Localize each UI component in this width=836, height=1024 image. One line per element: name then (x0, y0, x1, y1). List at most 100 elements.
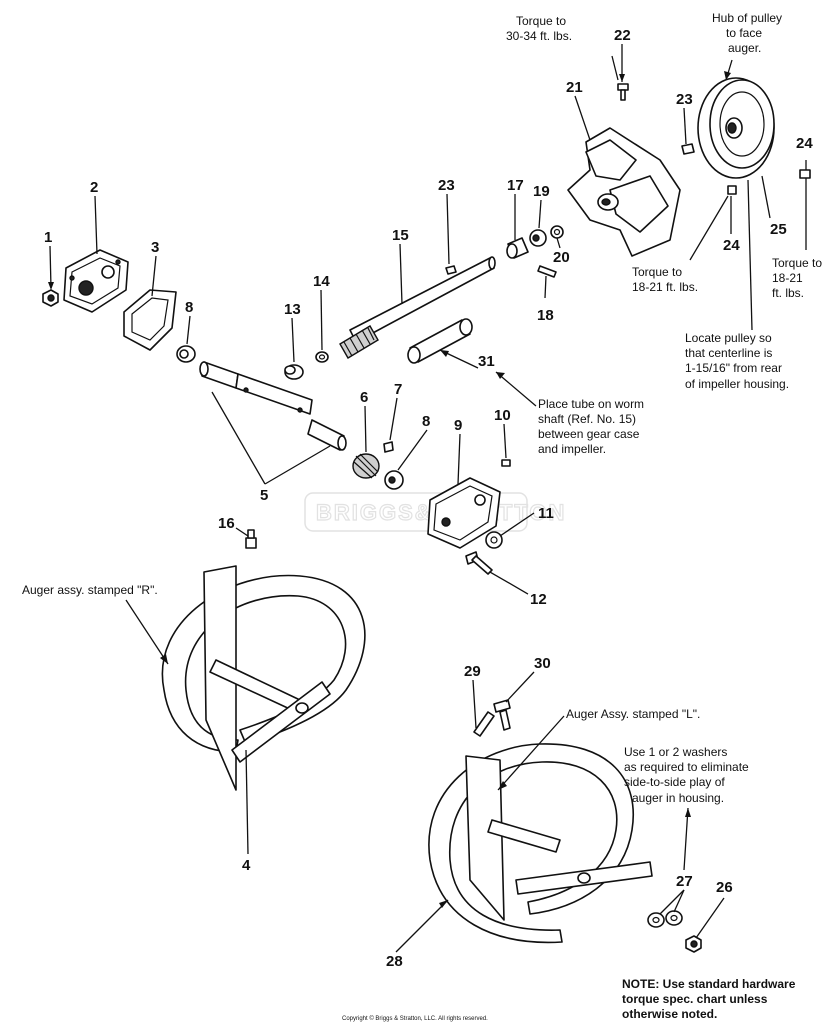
note-torque-22: Torque to 30-34 ft. lbs. (506, 14, 572, 43)
callout-29: 29 (464, 663, 481, 680)
callout-26: 26 (716, 879, 733, 896)
part-17-collar (506, 237, 529, 259)
part-8-bearing-upper (176, 345, 196, 363)
svg-text:18-21 ft. lbs.: 18-21 ft. lbs. (632, 280, 698, 294)
part-18-roll-pin (537, 265, 557, 278)
callout-5: 5 (260, 487, 268, 504)
callout-23-right: 23 (676, 91, 693, 108)
svg-text:Torque to: Torque to (516, 14, 566, 28)
callout-4: 4 (242, 857, 251, 874)
part-24-set-screw-right (799, 169, 811, 179)
part-20-washer (550, 225, 564, 239)
part-1-nut (42, 289, 59, 307)
callout-30: 30 (534, 655, 551, 672)
callout-18: 18 (537, 307, 554, 324)
note-auger-r: Auger assy. stamped "R". (22, 583, 158, 597)
svg-text:auger in housing.: auger in housing. (632, 791, 724, 805)
callout-8-upper: 8 (185, 299, 193, 316)
callout-12: 12 (530, 591, 547, 608)
callout-8-lower: 8 (422, 413, 430, 430)
svg-text:shaft (Ref. No. 15): shaft (Ref. No. 15) (538, 412, 636, 426)
part-8-bearing-lower (384, 470, 404, 490)
callout-22: 22 (614, 27, 631, 44)
note-torque-24-right: Torque to 18-21 ft. lbs. (772, 256, 822, 300)
svg-text:18-21: 18-21 (772, 271, 803, 285)
note-washers: Use 1 or 2 washers as required to elimin… (624, 745, 749, 805)
part-9-gear-case (427, 477, 501, 549)
part-11-washer (485, 531, 503, 549)
part-3-gasket (123, 289, 177, 351)
callout-19: 19 (533, 183, 550, 200)
svg-text:as required to eliminate: as required to eliminate (624, 760, 749, 774)
part-4-auger-right (161, 565, 366, 791)
svg-text:NOTE: Use standard hardware: NOTE: Use standard hardware (622, 977, 796, 991)
part-23-key-right (681, 143, 695, 155)
part-14-washer (315, 351, 329, 363)
part-16-grease-fitting (245, 529, 257, 549)
part-6-worm-gear (352, 453, 380, 479)
svg-text:Place tube on worm: Place tube on worm (538, 397, 644, 411)
svg-text:ft. lbs.: ft. lbs. (772, 286, 804, 300)
callout-11: 11 (538, 505, 554, 522)
svg-text:30-34 ft. lbs.: 30-34 ft. lbs. (506, 29, 572, 43)
part-12-bolt (465, 551, 493, 575)
callout-21: 21 (566, 79, 583, 96)
part-31-tube (407, 318, 473, 364)
part-22-bolt (617, 83, 629, 101)
svg-text:Use 1 or 2 washers: Use 1 or 2 washers (624, 745, 727, 759)
callout-16: 16 (218, 515, 235, 532)
callout-10: 10 (494, 407, 511, 424)
svg-text:Locate pulley so: Locate pulley so (685, 331, 772, 345)
svg-text:Torque to: Torque to (772, 256, 822, 270)
callout-3: 3 (151, 239, 159, 256)
callout-15: 15 (392, 227, 409, 244)
callout-17: 17 (507, 177, 524, 194)
svg-text:between gear case: between gear case (538, 427, 640, 441)
note-hub-pulley: Hub of pulley to face auger. (712, 11, 782, 55)
notes: Torque to 30-34 ft. lbs. Hub of pulley t… (22, 11, 822, 1022)
callout-24-left: 24 (723, 237, 740, 254)
svg-text:Torque to: Torque to (632, 265, 682, 279)
note-auger-l: Auger Assy. stamped "L". (566, 707, 700, 721)
callout-23-middle: 23 (438, 177, 455, 194)
note-torque-24-left: Torque to 18-21 ft. lbs. (632, 265, 698, 294)
callout-20: 20 (553, 249, 570, 266)
part-29-cotter-pin (473, 711, 495, 737)
part-2-gear-case-cover (63, 249, 129, 313)
callout-6: 6 (360, 389, 368, 406)
svg-text:and impeller.: and impeller. (538, 442, 606, 456)
part-28-auger-left (428, 743, 653, 944)
svg-text:of impeller housing.: of impeller housing. (685, 377, 789, 391)
callout-13: 13 (284, 301, 301, 318)
part-27-washers (647, 910, 683, 928)
callout-31: 31 (478, 353, 495, 370)
callout-14: 14 (313, 273, 330, 290)
leader-lines (48, 44, 807, 953)
note-footnote: NOTE: Use standard hardware torque spec.… (622, 977, 796, 1021)
svg-text:1-15/16" from rear: 1-15/16" from rear (685, 361, 782, 375)
svg-text:otherwise noted.: otherwise noted. (622, 1007, 717, 1021)
part-7-key (383, 441, 394, 453)
note-place-tube: Place tube on worm shaft (Ref. No. 15) b… (538, 397, 644, 456)
callout-24-right: 24 (796, 135, 813, 152)
callout-1: 1 (44, 229, 52, 246)
callout-28: 28 (386, 953, 403, 970)
svg-text:that centerline is: that centerline is (685, 346, 772, 360)
copyright-text: Copyright © Briggs & Stratton, LLC. All … (342, 1015, 488, 1022)
callout-7: 7 (394, 381, 402, 398)
callout-25: 25 (770, 221, 787, 238)
svg-text:to face: to face (726, 26, 762, 40)
part-23-key-middle (445, 265, 457, 275)
callout-27: 27 (676, 873, 693, 890)
part-26-nut (685, 935, 702, 953)
svg-text:torque spec. chart unless: torque spec. chart unless (622, 992, 768, 1006)
part-10-screw (501, 459, 511, 467)
svg-text:side-to-side play of: side-to-side play of (624, 775, 725, 789)
note-locate-pulley: Locate pulley so that centerline is 1-15… (685, 331, 789, 391)
part-13-bearing (284, 364, 304, 380)
svg-text:Hub of pulley: Hub of pulley (712, 11, 782, 25)
part-19-bearing (529, 229, 547, 247)
part-25-pulley (697, 77, 775, 179)
callout-2: 2 (90, 179, 98, 196)
callout-numbers: 1 2 3 4 5 6 7 8 8 9 10 11 12 13 14 15 16… (44, 27, 813, 970)
